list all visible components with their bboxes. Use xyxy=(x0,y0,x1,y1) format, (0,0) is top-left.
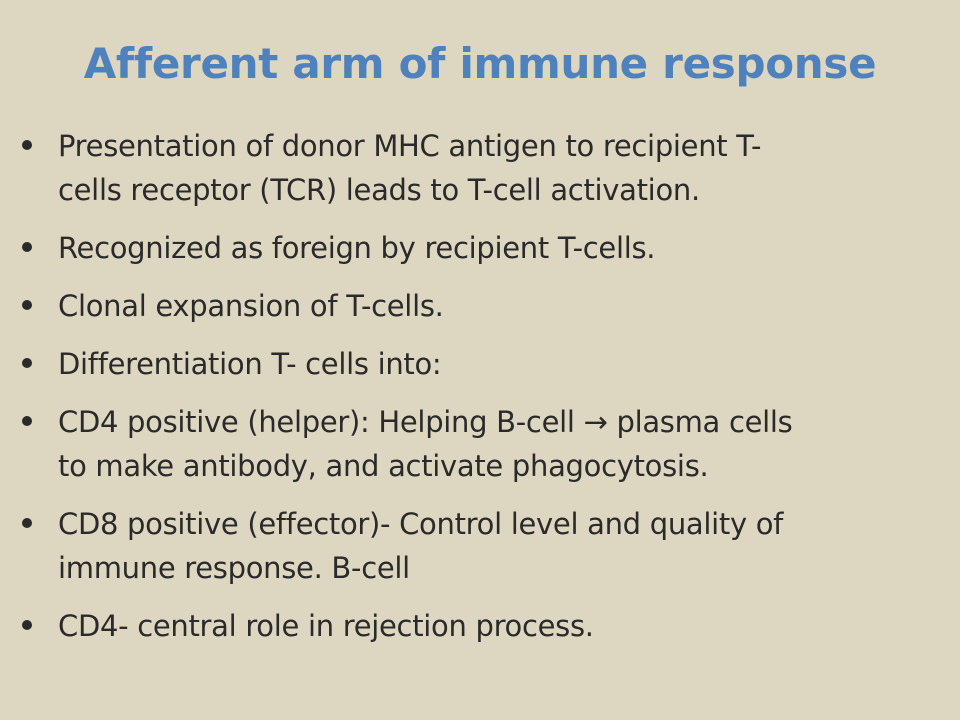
bullet-dot-icon xyxy=(22,242,32,252)
bullet-dot-icon xyxy=(22,518,32,528)
bullet-item-5: CD4 positive (helper): Helping B-cell → … xyxy=(18,400,948,488)
bullet-text: CD4 positive (helper): Helping B-cell → … xyxy=(58,405,793,483)
bullet-item-1: Presentation of donor MHC antigen to rec… xyxy=(18,124,948,212)
bullet-list: Presentation of donor MHC antigen to rec… xyxy=(18,124,948,662)
bullet-text: Clonal expansion of T-cells. xyxy=(58,289,444,323)
bullet-text: Differentiation T- cells into: xyxy=(58,347,442,381)
bullet-dot-icon xyxy=(22,300,32,310)
bullet-text: CD8 positive (effector)- Control level a… xyxy=(58,507,784,585)
bullet-dot-icon xyxy=(22,140,32,150)
slide-title: Afferent arm of immune response xyxy=(83,39,877,88)
bullet-text: Presentation of donor MHC antigen to rec… xyxy=(58,129,762,207)
bullet-item-6: CD8 positive (effector)- Control level a… xyxy=(18,502,948,590)
bullet-dot-icon xyxy=(22,416,32,426)
bullet-item-4: Differentiation T- cells into: xyxy=(18,342,948,386)
bullet-item-3: Clonal expansion of T-cells. xyxy=(18,284,948,328)
bullet-item-2: Recognized as foreign by recipient T-cel… xyxy=(18,226,948,270)
bullet-text: Recognized as foreign by recipient T-cel… xyxy=(58,231,656,265)
bullet-item-7: CD4- central role in rejection process. xyxy=(18,604,948,648)
bullet-dot-icon xyxy=(22,620,32,630)
bullet-text: CD4- central role in rejection process. xyxy=(58,609,594,643)
bullet-dot-icon xyxy=(22,358,32,368)
